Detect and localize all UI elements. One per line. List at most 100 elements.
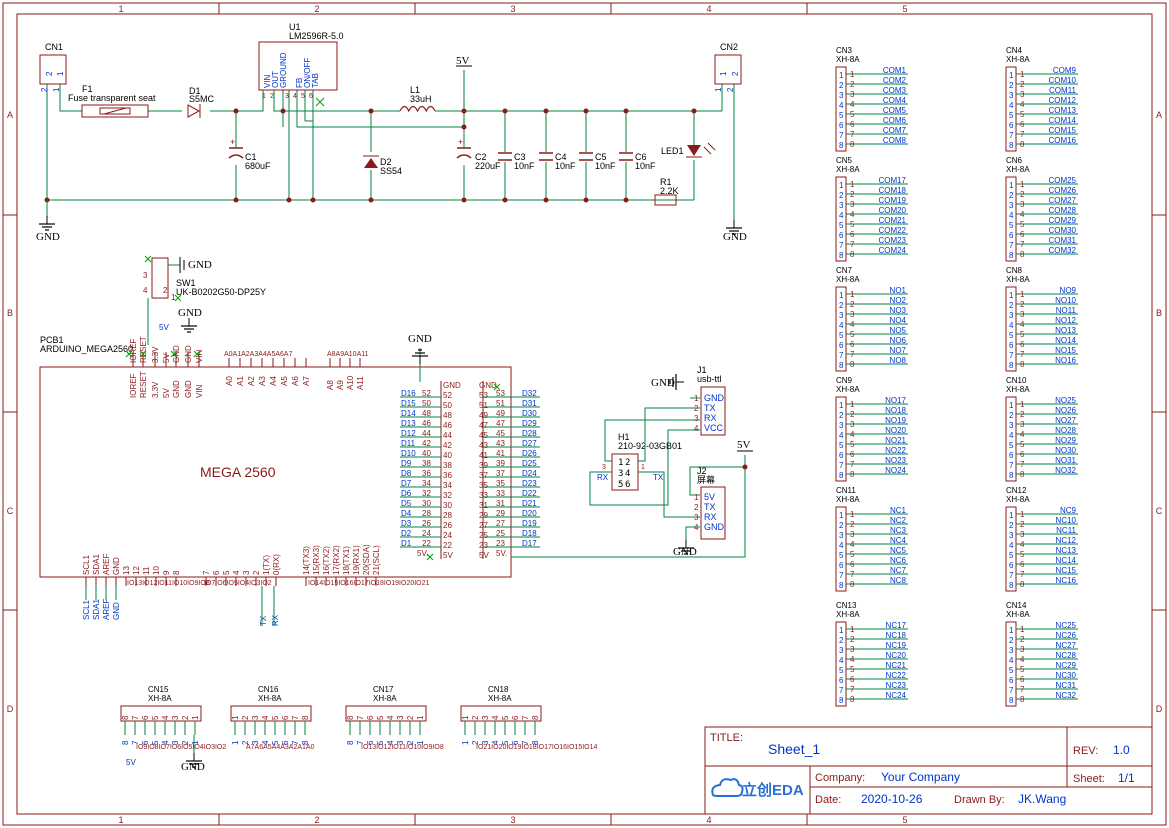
xh-net-label: NC9 [1060,506,1077,515]
xh-net-label: NO30 [1055,446,1076,455]
svg-text:6: 6 [366,715,375,720]
svg-text:2: 2 [270,93,274,100]
svg-text:3: 3 [1020,200,1025,209]
svg-text:4: 4 [839,656,844,665]
mega-pin-label: 3.3V [151,381,160,398]
header-pin-num: 45 [496,429,505,438]
svg-text:4: 4 [1020,320,1025,329]
svg-text:1: 1 [1009,71,1014,80]
svg-text:1: 1 [1020,510,1025,519]
svg-text:7: 7 [1009,351,1014,360]
svg-text:3: 3 [1009,91,1014,100]
svg-text:2: 2 [694,503,699,512]
xh-connector-cn17: CN17XH-8A8877665544332211IO13IO12IO11IO1… [345,685,444,751]
svg-text:3: 3 [1009,311,1014,320]
svg-text:1: 1 [850,180,855,189]
svg-text:FB: FB [295,78,304,88]
svg-text:8: 8 [346,715,355,720]
svg-text:1: 1 [1009,511,1014,520]
mega-analog-pin: A3 [258,376,267,386]
l1-ref: L1 [410,85,420,95]
row-label: A [7,110,13,120]
header-pin-num: 42 [422,439,431,448]
svg-text:1: 1 [850,625,855,634]
header-pin: 31 [479,501,488,510]
header-pin: 24 [443,531,452,540]
xh-net-label: COM20 [878,206,906,215]
svg-text:4: 4 [1009,321,1014,330]
h1-rx: RX [597,473,609,482]
mega-pin-label: 5V [162,388,171,398]
svg-text:6: 6 [1009,121,1014,130]
u1-ref: U1 [289,22,301,32]
svg-text:6: 6 [839,451,844,460]
j2-ref: J2 [697,466,707,476]
svg-text:3: 3 [143,271,148,280]
pcb1-ref: PCB1 [40,335,64,345]
svg-text:1: 1 [850,290,855,299]
col-label: 1 [118,815,123,825]
mega-digital-pin: 14(TX3) [302,546,311,575]
d1-ref: D1 [189,86,201,96]
xh-net-label: NC12 [1056,536,1077,545]
header-pin: 46 [443,421,452,430]
svg-text:8: 8 [1020,695,1025,704]
svg-text:6: 6 [625,480,630,490]
mega-analog-pin: A2 [247,376,256,386]
row-label: D [1156,704,1163,714]
header-pin: 47 [479,421,488,430]
svg-text:CN11: CN11 [836,486,856,495]
svg-text:IO13IO12IO11IO10IO9IO8: IO13IO12IO11IO10IO9IO8 [127,580,210,587]
svg-text:1: 1 [191,715,200,720]
bottom-net-labels: A7A6A5A4A3A2A1A0 [246,744,315,751]
r1-ref: R1 [660,177,672,187]
svg-text:1: 1 [56,71,65,76]
svg-text:3: 3 [850,310,855,319]
svg-text:IO14IO15IO16IO17IO18IO19IO20IO: IO14IO15IO16IO17IO18IO19IO20IO21 [308,580,430,587]
svg-text:5: 5 [301,93,305,100]
svg-text:1: 1 [1020,625,1025,634]
svg-text:5: 5 [1009,221,1014,230]
svg-text:3: 3 [850,420,855,429]
svg-text:5: 5 [1020,550,1025,559]
svg-text:8: 8 [850,580,855,589]
svg-text:XH-8A: XH-8A [1006,165,1030,174]
header-pin: 5V [443,551,453,560]
mega-digital-pin: 3 [242,570,251,575]
xh-net-label: NO19 [885,416,906,425]
gnd-label: GND [723,231,747,243]
svg-text:8: 8 [346,740,355,745]
xh-net-label: NO1 [890,286,907,295]
svg-text:2: 2 [850,80,855,89]
svg-text:CN4: CN4 [1006,46,1023,55]
svg-text:8: 8 [839,141,844,150]
svg-text:7: 7 [839,686,844,695]
xh-net-label: NC24 [886,691,907,700]
mega-digital-pin: SDA1 [92,554,101,575]
mega-digital-pin: 20(SDA) [362,544,371,575]
svg-text:2: 2 [1020,80,1025,89]
svg-text:8: 8 [121,740,130,745]
xh-net-label: NO32 [1055,466,1076,475]
header-pin: 40 [443,451,452,460]
svg-text:7: 7 [850,240,855,249]
svg-text:7: 7 [839,241,844,250]
svg-text:6: 6 [850,230,855,239]
xh-net-label: NC19 [886,641,907,650]
svg-text:1: 1 [1020,400,1025,409]
svg-text:1: 1 [191,740,200,745]
svg-text:6: 6 [1009,676,1014,685]
svg-text:8: 8 [1020,580,1025,589]
svg-text:4: 4 [1020,430,1025,439]
d1-value: S5MC [189,94,215,104]
header-pin: 22 [443,541,452,550]
bottom-net-labels: IO13IO12IO11IO10IO9IO8 [361,744,444,751]
mega-digital-pin: 2 [252,570,261,575]
mega-analog-pin: A7 [302,376,311,386]
mega-digital-pin: AREF [102,554,111,575]
svg-text:7: 7 [850,460,855,469]
net-label: D20 [522,509,537,518]
svg-text:5: 5 [151,715,160,720]
